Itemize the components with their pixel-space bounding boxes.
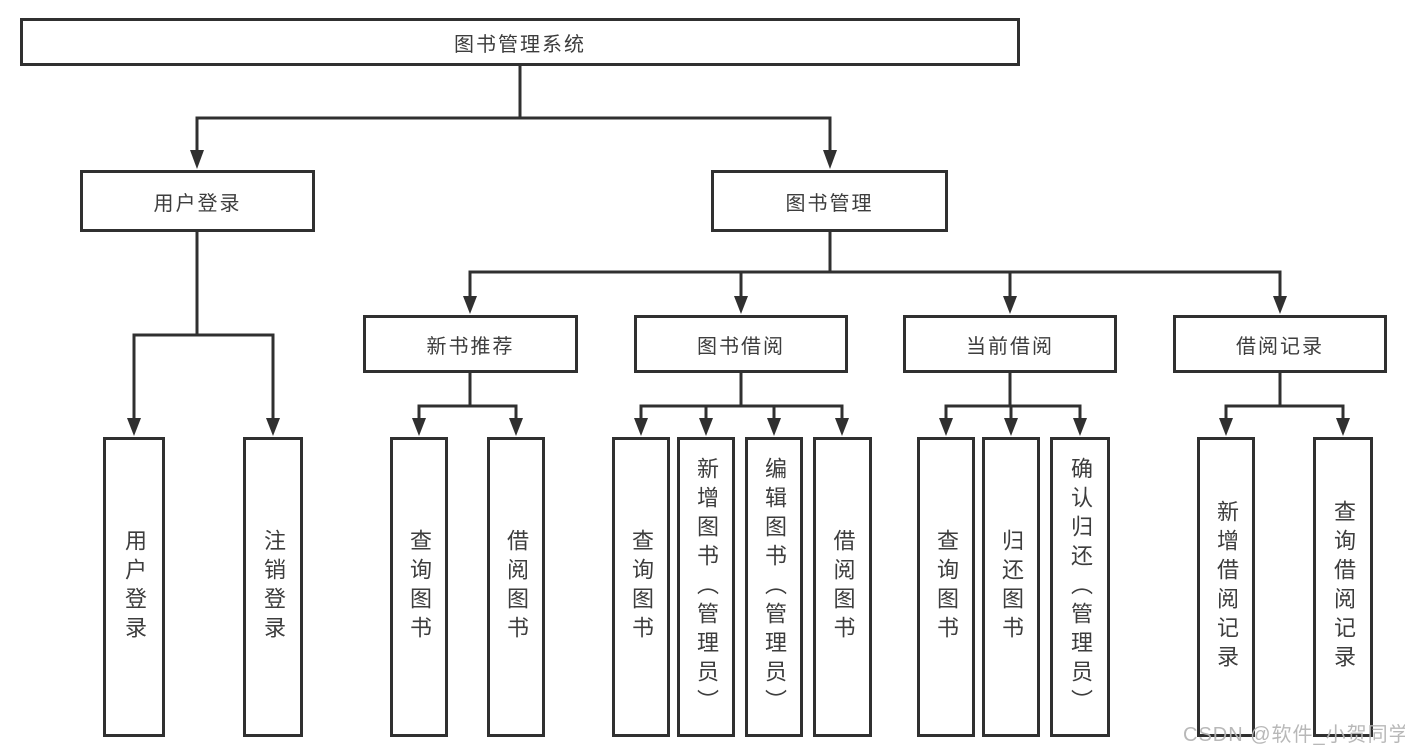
leaf-user-login: 用户登录 xyxy=(103,437,165,737)
node-borrowing-records: 借阅记录 xyxy=(1173,315,1387,373)
leaf-logout: 注销登录 xyxy=(243,437,303,737)
leaf-newbook-query-books: 查询图书 xyxy=(390,437,448,737)
node-root-label: 图书管理系统 xyxy=(454,33,586,56)
leaf-newbook-borrow-books: 借阅图书 xyxy=(487,437,545,737)
node-current-borrowing-label: 当前借阅 xyxy=(966,335,1054,358)
node-borrowing-records-label: 借阅记录 xyxy=(1236,335,1324,358)
leaf-newbook-query-books-label: 查询图书 xyxy=(407,529,432,645)
leaf-borrow-query-books-label: 查询图书 xyxy=(629,529,654,645)
leaf-borrow-borrow-books-label: 借阅图书 xyxy=(830,529,856,645)
node-new-book-recommend-label: 新书推荐 xyxy=(426,335,515,358)
node-book-borrowing: 图书借阅 xyxy=(634,315,848,373)
leaf-current-return-books-label: 归还图书 xyxy=(999,529,1024,645)
node-new-book-recommend: 新书推荐 xyxy=(363,315,578,373)
node-current-borrowing: 当前借阅 xyxy=(903,315,1117,373)
leaf-borrow-add-books-admin: 新增图书（管理员） xyxy=(677,437,735,737)
leaf-newbook-borrow-books-label: 借阅图书 xyxy=(504,529,529,645)
node-book-management-label: 图书管理 xyxy=(785,192,874,215)
leaf-records-add-record: 新增借阅记录 xyxy=(1197,437,1255,737)
leaf-current-confirm-return-admin-label: 确认归还（管理员） xyxy=(1068,456,1093,718)
leaf-current-query-books-label: 查询图书 xyxy=(934,529,959,645)
leaf-current-confirm-return-admin: 确认归还（管理员） xyxy=(1050,437,1110,737)
node-book-management: 图书管理 xyxy=(711,170,948,232)
node-book-borrowing-label: 图书借阅 xyxy=(697,335,785,358)
leaf-borrow-edit-books-admin-label: 编辑图书（管理员） xyxy=(762,456,787,718)
leaf-logout-label: 注销登录 xyxy=(261,529,286,645)
leaf-current-query-books: 查询图书 xyxy=(917,437,975,737)
leaf-borrow-borrow-books: 借阅图书 xyxy=(813,437,872,737)
node-root: 图书管理系统 xyxy=(20,18,1020,66)
leaf-user-login-label: 用户登录 xyxy=(122,529,147,645)
leaf-borrow-query-books: 查询图书 xyxy=(612,437,670,737)
leaf-borrow-add-books-admin-label: 新增图书（管理员） xyxy=(694,456,719,718)
leaf-records-add-record-label: 新增借阅记录 xyxy=(1214,500,1239,674)
leaf-borrow-edit-books-admin: 编辑图书（管理员） xyxy=(745,437,803,737)
leaf-records-query-record: 查询借阅记录 xyxy=(1313,437,1373,737)
csdn-watermark: CSDN @软件_小贺同学 xyxy=(1183,724,1405,746)
leaf-current-return-books: 归还图书 xyxy=(982,437,1040,737)
node-user-login: 用户登录 xyxy=(80,170,315,232)
node-user-login-label: 用户登录 xyxy=(153,192,242,215)
leaf-records-query-record-label: 查询借阅记录 xyxy=(1331,500,1356,674)
